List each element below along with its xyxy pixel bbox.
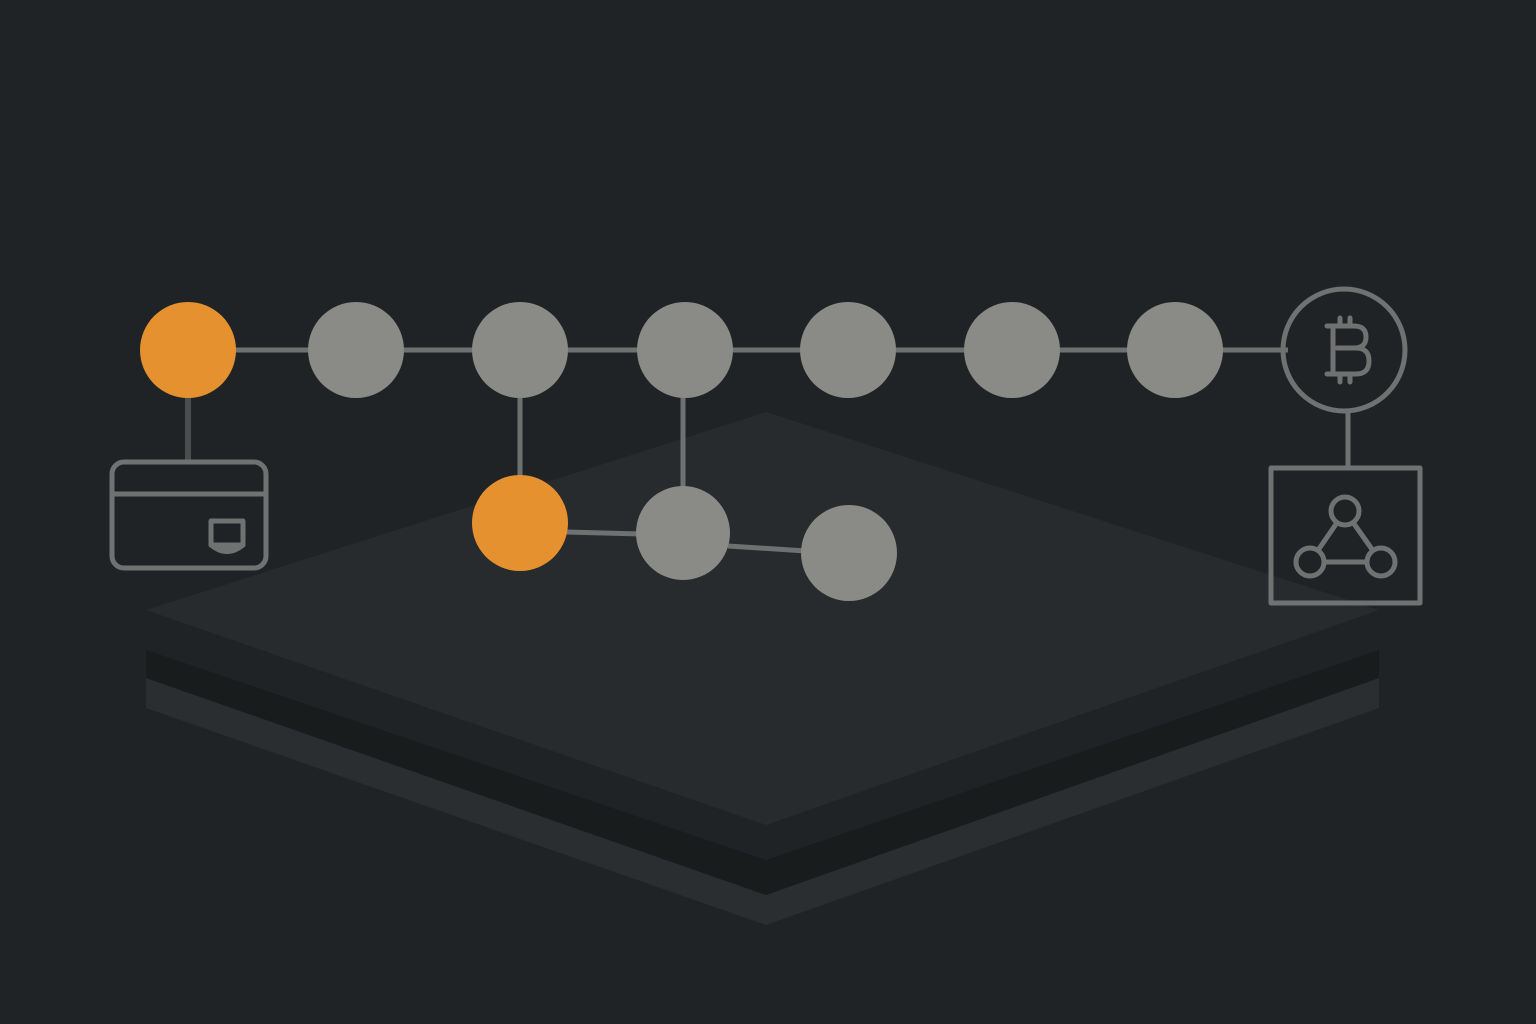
branch-link-2 (727, 543, 807, 554)
branch-node (472, 475, 568, 571)
bitcoin-icon (1280, 286, 1408, 414)
branch-link-1 (565, 529, 641, 537)
credit-card-icon (109, 459, 269, 571)
chain-node (308, 302, 404, 398)
branch-node (801, 505, 897, 601)
branch-chain (472, 475, 897, 601)
chain-node (472, 302, 568, 398)
chain-node (1127, 302, 1223, 398)
chain-node (637, 302, 733, 398)
chain-node (140, 302, 236, 398)
platform (146, 412, 1379, 925)
branch-node (636, 486, 730, 580)
main-chain (140, 302, 1223, 398)
network-triangle-icon (1268, 465, 1423, 606)
platform-top (146, 412, 1379, 825)
chain-node (800, 302, 896, 398)
chain-node (964, 302, 1060, 398)
